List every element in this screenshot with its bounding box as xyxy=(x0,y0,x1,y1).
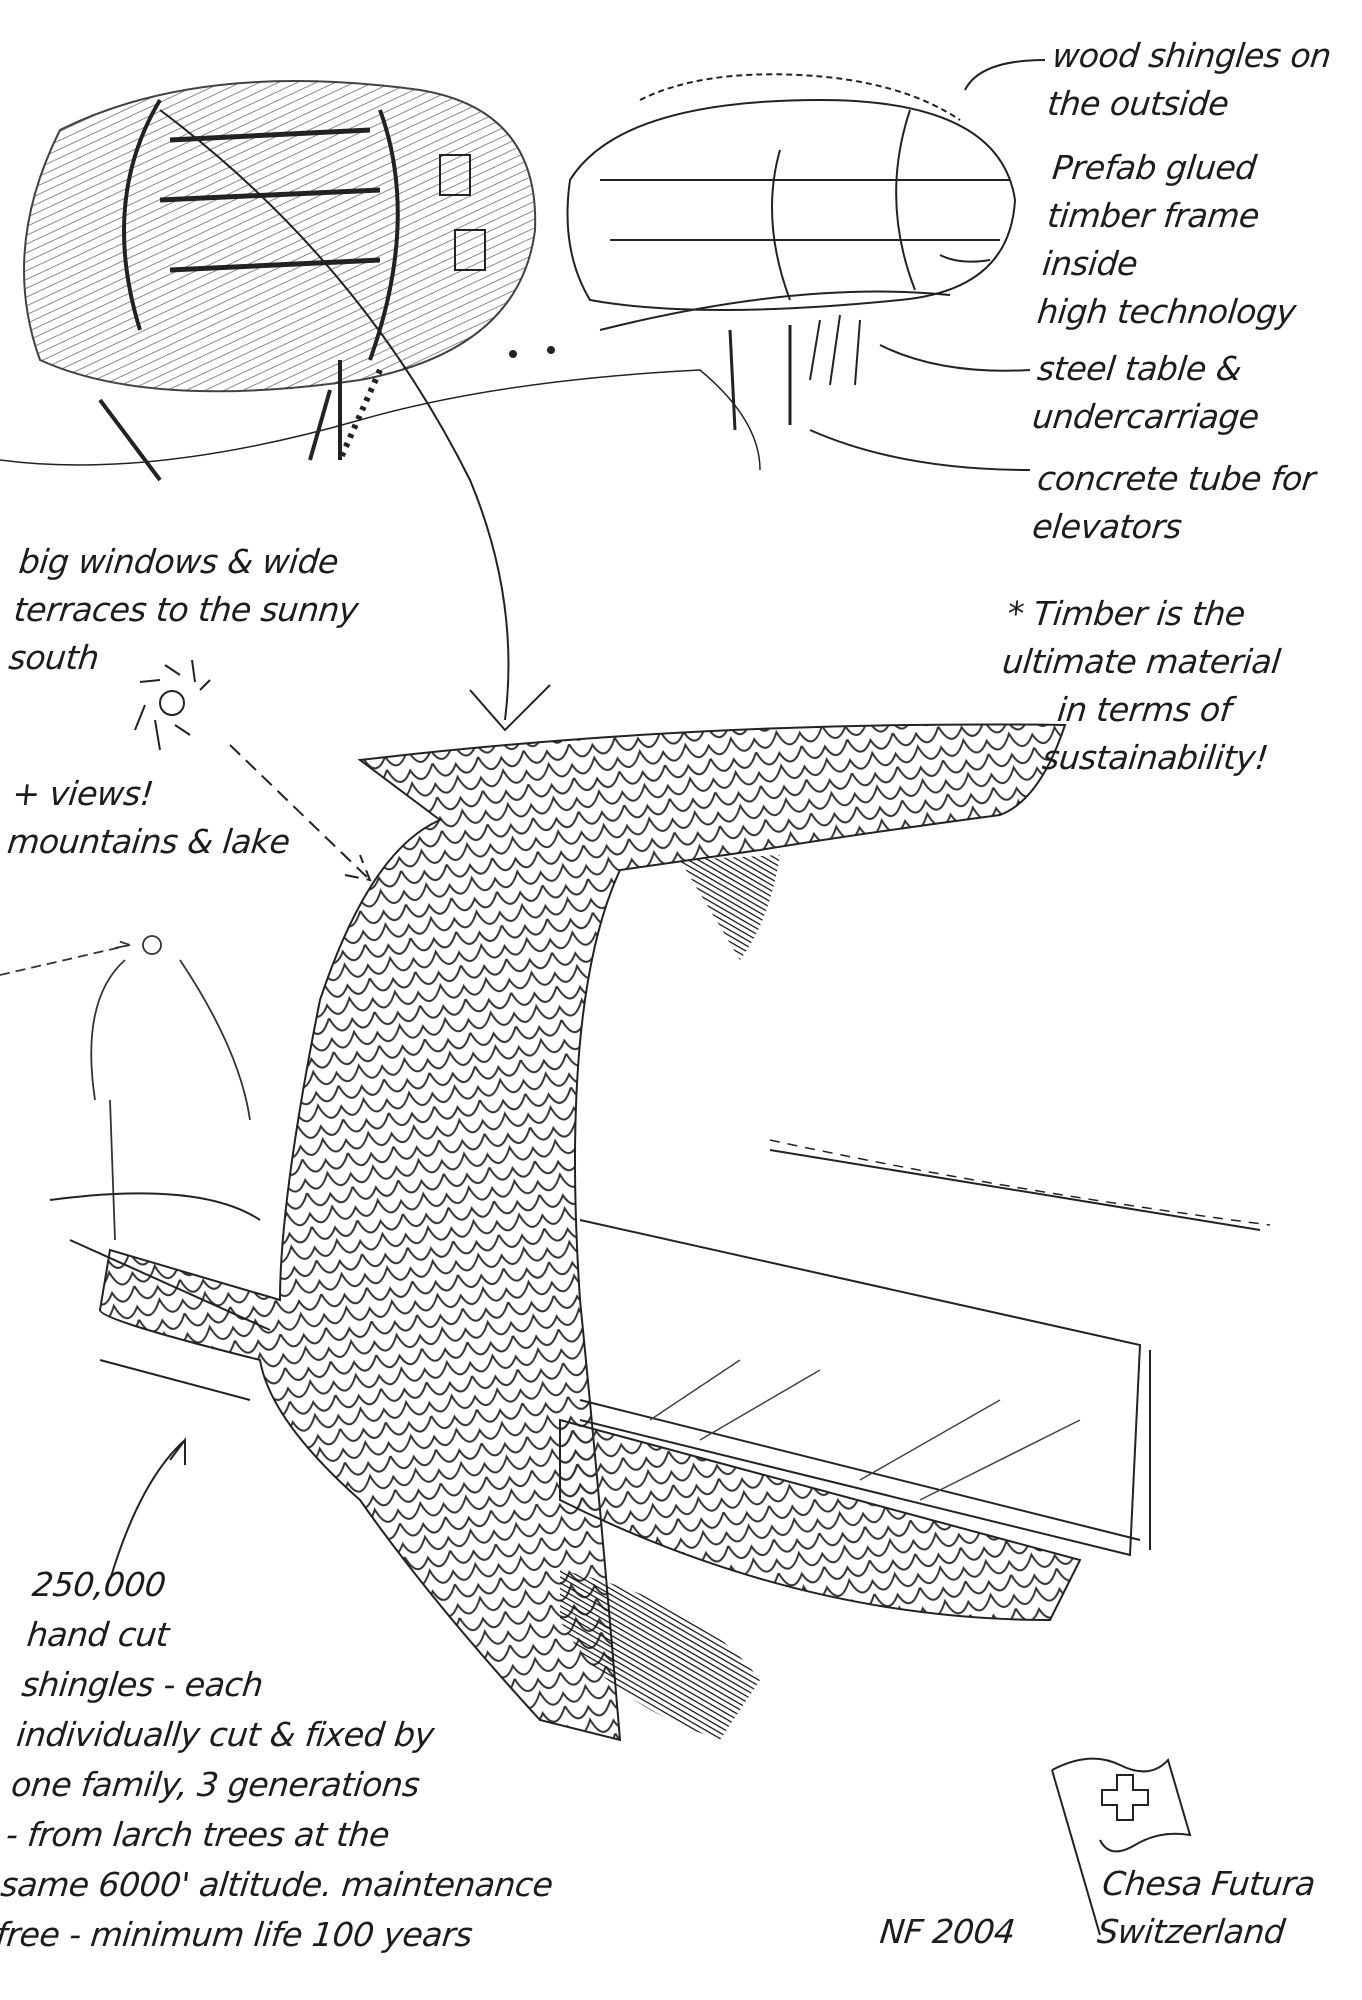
note-line: + views! xyxy=(10,774,156,813)
note-line: hand cut xyxy=(25,1615,171,1654)
note-windows: big windows & wide terraces to the sunny… xyxy=(6,538,365,682)
project-title: Chesa Futura Switzerland xyxy=(1095,1860,1317,1956)
note-shingles-outside: wood shingles on the outside xyxy=(1045,32,1333,128)
note-line: - from larch trees at the xyxy=(4,1815,392,1854)
note-line: south xyxy=(6,638,101,677)
note-line: 250,000 xyxy=(30,1565,168,1604)
note-line: the outside xyxy=(1045,84,1231,123)
note-line: one family, 3 generations xyxy=(9,1765,422,1804)
note-line: * Timber is the xyxy=(1005,594,1247,633)
note-timber-frame: Prefab glued timber frame inside high te… xyxy=(1035,144,1313,336)
note-line: undercarriage xyxy=(1030,397,1261,436)
note-line: steel table & xyxy=(1035,349,1244,388)
project-country: Switzerland xyxy=(1095,1912,1287,1951)
note-line: in terms of xyxy=(1055,690,1234,729)
note-line: same 6000' altitude. maintenance xyxy=(0,1865,555,1904)
pod-sketch-left xyxy=(0,80,761,482)
project-name: Chesa Futura xyxy=(1100,1864,1317,1903)
note-line: timber frame xyxy=(1045,196,1262,235)
sun-icon xyxy=(134,659,372,882)
note-line: big windows & wide xyxy=(17,542,341,581)
note-line: individually cut & fixed by xyxy=(14,1715,436,1754)
note-line: mountains & lake xyxy=(5,822,292,861)
note-line: free - minimum life 100 years xyxy=(0,1915,475,1954)
note-line: high technology xyxy=(1035,292,1298,331)
pod-sketch-right xyxy=(566,59,1046,471)
signature: NF 2004 xyxy=(878,1912,1017,1951)
note-line: ultimate material xyxy=(1000,642,1283,681)
note-line: concrete tube for xyxy=(1035,459,1318,498)
note-line: wood shingles on xyxy=(1050,36,1333,75)
note-views: + views! mountains & lake xyxy=(5,770,297,866)
note-line: elevators xyxy=(1030,507,1184,546)
note-line: Prefab glued xyxy=(1050,148,1258,187)
connector-arrow xyxy=(159,109,551,732)
person-sketch xyxy=(0,935,251,1241)
note-line: terraces to the sunny xyxy=(12,590,361,629)
note-timber-sustainability: * Timber is the ultimate material in ter… xyxy=(990,590,1288,782)
note-line: sustainability! xyxy=(1040,738,1270,777)
note-steel-table: steel table & undercarriage xyxy=(1030,345,1266,441)
note-shingle-count: 250,000 hand cut shingles - each individ… xyxy=(0,1560,587,1960)
note-line: inside xyxy=(1040,244,1140,283)
note-line: shingles - each xyxy=(19,1665,265,1704)
shingle-building xyxy=(49,723,1271,1742)
note-concrete-tube: concrete tube for elevators xyxy=(1030,455,1318,551)
swiss-flag-icon xyxy=(1051,1757,1192,1936)
